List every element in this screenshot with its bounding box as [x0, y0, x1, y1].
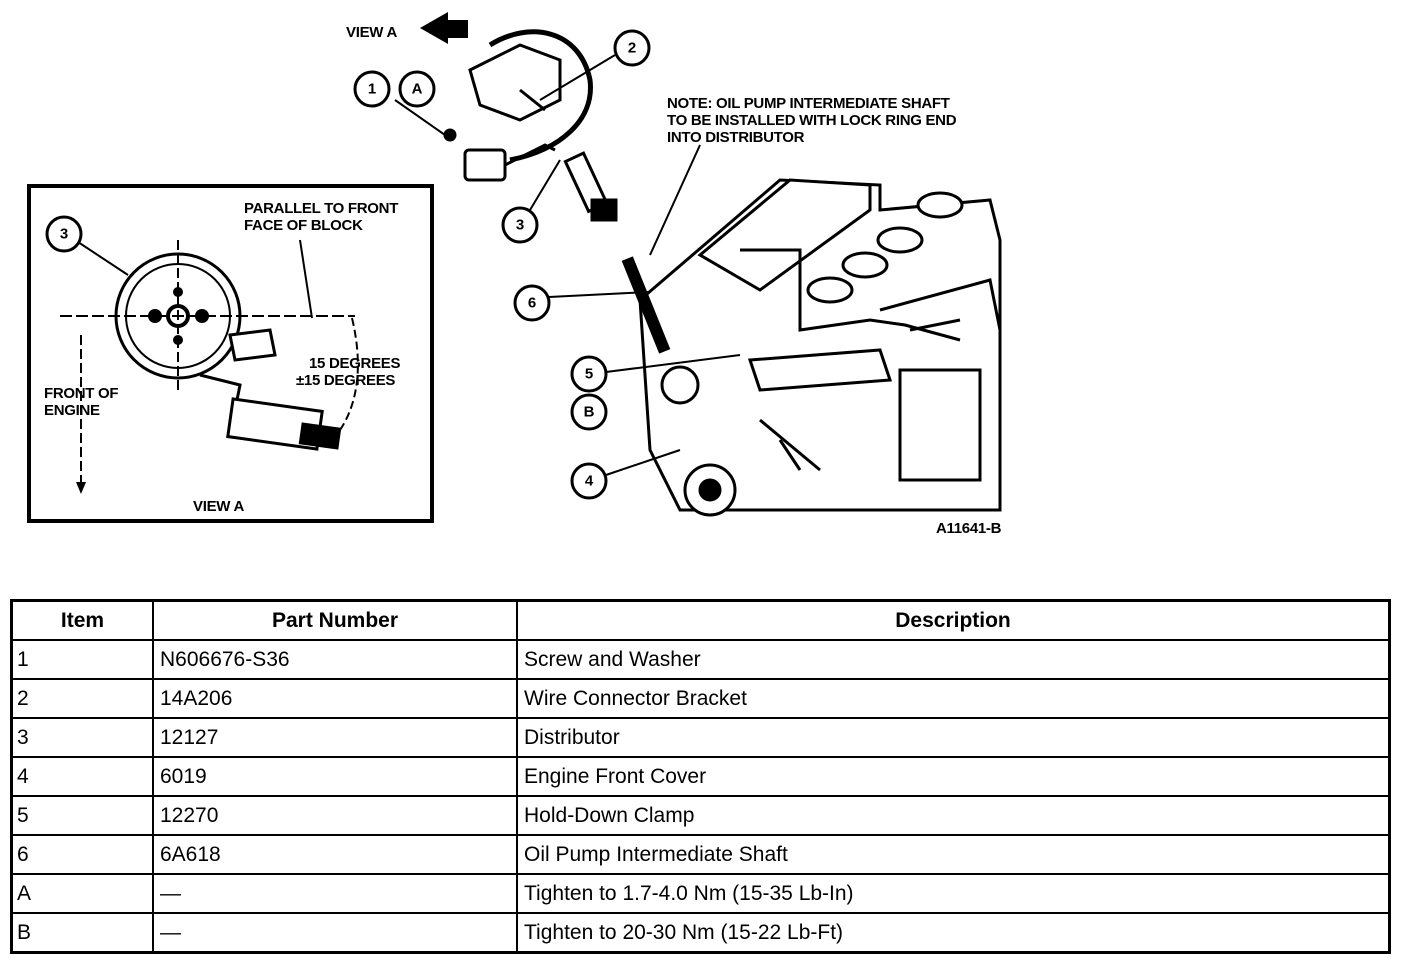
table-row: B—Tighten to 20-30 Nm (15-22 Lb-Ft): [10, 912, 1391, 954]
svg-text:4: 4: [585, 473, 594, 490]
cell-item: A: [10, 873, 154, 914]
parallel-label-2: FACE OF BLOCK: [244, 217, 363, 234]
engine-block-illustration: [638, 178, 1002, 517]
callout-a: A: [398, 70, 436, 108]
svg-text:2: 2: [628, 40, 636, 57]
cell-item: 5: [10, 795, 154, 836]
svg-text:1: 1: [368, 81, 376, 98]
header-part-number: Part Number: [152, 599, 518, 641]
svg-text:3: 3: [60, 226, 68, 243]
svg-text:6: 6: [528, 295, 536, 312]
cell-item: B: [10, 912, 154, 954]
oil-pump-shaft: [621, 256, 671, 354]
svg-text:5: 5: [585, 366, 593, 383]
callout-4: 4: [570, 462, 608, 500]
cell-item: 6: [10, 834, 154, 875]
view-a-arrow-icon: [420, 12, 468, 44]
view-a-label: VIEW A: [346, 24, 397, 41]
cell-description: Screw and Washer: [516, 639, 1391, 680]
svg-text:3: 3: [516, 217, 524, 234]
cell-part-number: 14A206: [152, 678, 518, 719]
callout-b: B: [570, 393, 608, 431]
cell-item: 3: [10, 717, 154, 758]
cell-description: Hold-Down Clamp: [516, 795, 1391, 836]
note-line-2: TO BE INSTALLED WITH LOCK RING END: [667, 112, 957, 129]
cell-part-number: 12270: [152, 795, 518, 836]
cell-part-number: —: [152, 912, 518, 954]
figure-id: A11641-B: [936, 520, 1002, 537]
header-description: Description: [516, 599, 1391, 641]
view-a-caption: VIEW A: [193, 498, 244, 515]
callout-3-inset: 3: [45, 215, 83, 253]
view-a-inset: 3 PARALLEL TO FRONT FACE OF BLOCK 15 DEG…: [27, 184, 434, 523]
cell-description: Tighten to 20-30 Nm (15-22 Lb-Ft): [516, 912, 1391, 954]
cell-part-number: 6A618: [152, 834, 518, 875]
cell-description: Oil Pump Intermediate Shaft: [516, 834, 1391, 875]
cell-description: Wire Connector Bracket: [516, 678, 1391, 719]
degrees-label-1: 15 DEGREES: [309, 355, 400, 372]
degrees-label-2: ±15 DEGREES: [296, 372, 395, 389]
table-header-row: Item Part Number Description: [10, 599, 1391, 641]
cell-description: Tighten to 1.7-4.0 Nm (15-35 Lb-In): [516, 873, 1391, 914]
front-label-2: ENGINE: [44, 402, 100, 419]
cell-item: 1: [10, 639, 154, 680]
svg-text:B: B: [584, 404, 595, 421]
callout-1: 1: [353, 70, 391, 108]
cell-item: 4: [10, 756, 154, 797]
table-row: A—Tighten to 1.7-4.0 Nm (15-35 Lb-In): [10, 873, 1391, 914]
svg-text:A: A: [412, 81, 423, 98]
note-line-1: NOTE: OIL PUMP INTERMEDIATE SHAFT: [667, 95, 950, 112]
diagram-svg: VIEW A 1 A 2 3 NOTE: OIL PUMP INTERMEDIA…: [27, 12, 1002, 537]
callout-5: 5: [570, 355, 608, 393]
callout-6: 6: [513, 284, 551, 322]
callout-2: 2: [613, 29, 651, 67]
parallel-label-1: PARALLEL TO FRONT: [244, 200, 398, 217]
callout-3-top: 3: [501, 206, 539, 244]
cell-description: Distributor: [516, 717, 1391, 758]
cell-part-number: N606676-S36: [152, 639, 518, 680]
cell-part-number: 6019: [152, 756, 518, 797]
note-line-3: INTO DISTRIBUTOR: [667, 129, 805, 146]
exploded-diagram: VIEW A 1 A 2 3 NOTE: OIL PUMP INTERMEDIA…: [27, 12, 1002, 537]
cell-description: Engine Front Cover: [516, 756, 1391, 797]
header-item: Item: [10, 599, 154, 641]
cell-part-number: —: [152, 873, 518, 914]
distributor-illustration: [443, 29, 618, 222]
cell-item: 2: [10, 678, 154, 719]
cell-part-number: 12127: [152, 717, 518, 758]
